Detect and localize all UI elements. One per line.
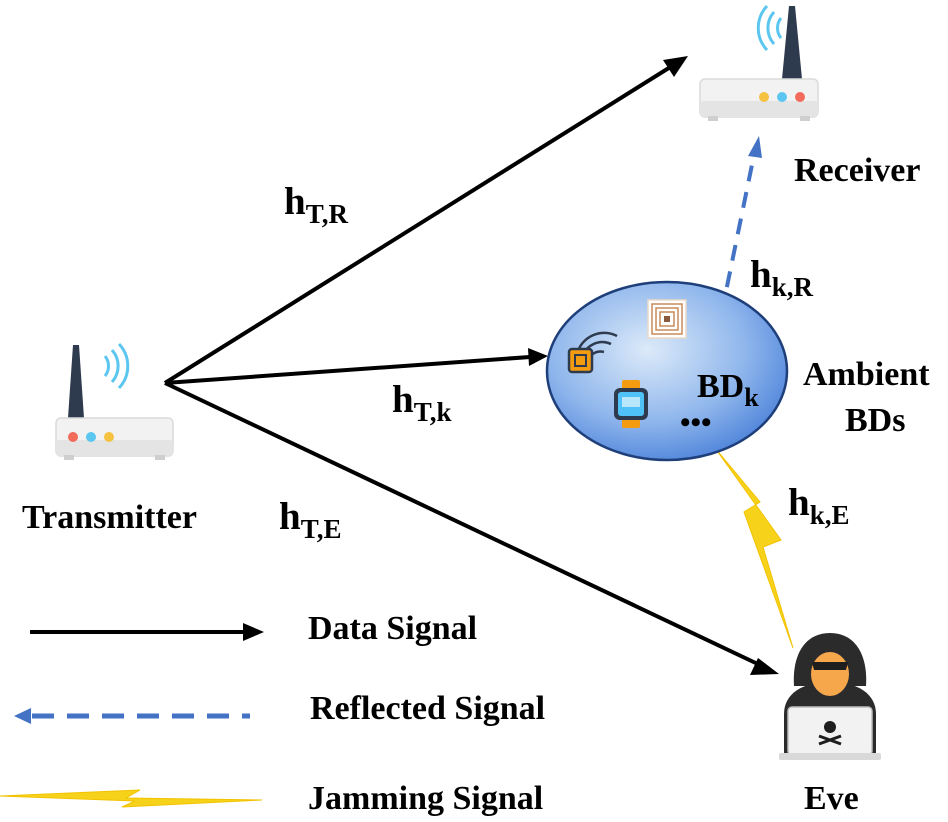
legend-data-label: Data Signal [308,610,478,647]
legend-jamming-symbol [0,789,263,808]
bd-ellipsis: ••• [680,406,712,439]
legend-jamming-label: Jamming Signal [308,780,544,817]
bd-cluster-ellipse [545,280,789,462]
eve-label: Eve [804,780,859,817]
router-icon [55,342,174,460]
rfid-tag-icon [647,299,687,339]
jamming-bolt-bd-eve [714,447,794,649]
nfc-card-icon [567,331,618,374]
link-transmitter-receiver [163,56,688,385]
channel-h-t-e: hT,E [279,495,342,544]
channel-h-k-e: hk,E [788,481,850,530]
smartwatch-icon [614,380,648,428]
hacker-icon [779,633,881,760]
receiver-label: Receiver [794,152,921,189]
channel-h-t-k: hT,k [392,378,452,427]
legend-data-symbol [30,623,264,641]
channel-h-t-r: hT,R [284,180,348,229]
router-icon [699,4,819,121]
legend-reflected-label: Reflected Signal [310,690,546,727]
transmitter-label: Transmitter [22,499,197,536]
bd-k-label: BDk [697,368,759,412]
link-transmitter-eve [164,381,779,675]
channel-h-k-r: hk,R [750,253,813,302]
legend-reflected-symbol [14,708,250,724]
bds-label: BDs [845,402,906,439]
ambient-label: Ambient [803,356,930,393]
link-transmitter-bd [164,348,548,385]
